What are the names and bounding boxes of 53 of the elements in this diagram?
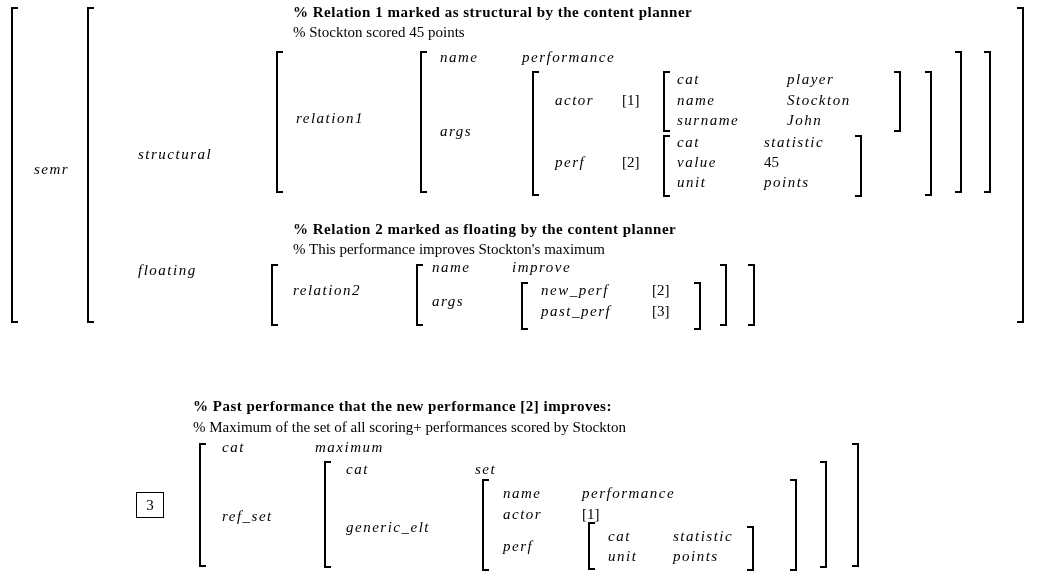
- feature-value: statistic: [673, 527, 734, 545]
- feature-name: cat: [608, 527, 631, 545]
- feature-name: args: [440, 122, 473, 140]
- feature-name: relation1: [296, 109, 364, 127]
- feature-name: floating: [138, 261, 197, 279]
- tag-reference: [1]: [622, 91, 640, 109]
- feature-name: relation2: [293, 281, 361, 299]
- feature-name: value: [677, 153, 717, 171]
- tag-reference: [2]: [652, 281, 670, 299]
- feature-value: points: [764, 173, 810, 191]
- feature-value: points: [673, 547, 719, 565]
- feature-value: 45: [764, 153, 779, 171]
- tag-box: 3: [136, 492, 164, 518]
- feature-name: actor: [555, 91, 595, 109]
- feature-name: surname: [677, 111, 740, 129]
- feature-name: ref_set: [222, 507, 273, 525]
- comment: % Maximum of the set of all scoring+ performances scored by Stockton: [193, 418, 626, 436]
- feature-name: cat: [677, 70, 700, 88]
- tag-reference: [1]: [582, 505, 600, 523]
- feature-name: cat: [677, 133, 700, 151]
- comment: % Stockton scored 45 points: [293, 23, 465, 41]
- feature-name: perf: [555, 153, 586, 171]
- feature-name: generic_elt: [346, 518, 430, 536]
- feature-name: perf: [503, 537, 534, 555]
- feature-name: name: [432, 258, 471, 276]
- feature-name: name: [503, 484, 542, 502]
- feature-value: improve: [512, 258, 572, 276]
- feature-name: actor: [503, 505, 543, 523]
- feature-value: performance: [522, 48, 616, 66]
- feature-value: set: [475, 460, 497, 478]
- feature-name: unit: [677, 173, 707, 191]
- feature-value: Stockton: [787, 91, 851, 109]
- comment: % Past performance that the new performance [2] improves:: [193, 397, 612, 415]
- feature-name: new_perf: [541, 281, 609, 299]
- feature-value: maximum: [315, 438, 384, 456]
- feature-name: structural: [138, 145, 213, 163]
- feature-name: args: [432, 292, 465, 310]
- feature-name: cat: [346, 460, 369, 478]
- tag-reference: [3]: [652, 302, 670, 320]
- feature-name: name: [440, 48, 479, 66]
- comment: % Relation 2 marked as floating by the content planner: [293, 220, 677, 238]
- feature-value: John: [787, 111, 823, 129]
- comment: % Relation 1 marked as structural by the content planner: [293, 3, 693, 21]
- feature-value: performance: [582, 484, 676, 502]
- feature-name: past_perf: [541, 302, 612, 320]
- tag-reference: [2]: [622, 153, 640, 171]
- feature-value: statistic: [764, 133, 825, 151]
- feature-name: cat: [222, 438, 245, 456]
- comment: % This performance improves Stockton's maximum: [293, 240, 605, 258]
- feature-name: semr: [34, 160, 70, 178]
- feature-value: player: [787, 70, 835, 88]
- feature-name: unit: [608, 547, 638, 565]
- feature-name: name: [677, 91, 716, 109]
